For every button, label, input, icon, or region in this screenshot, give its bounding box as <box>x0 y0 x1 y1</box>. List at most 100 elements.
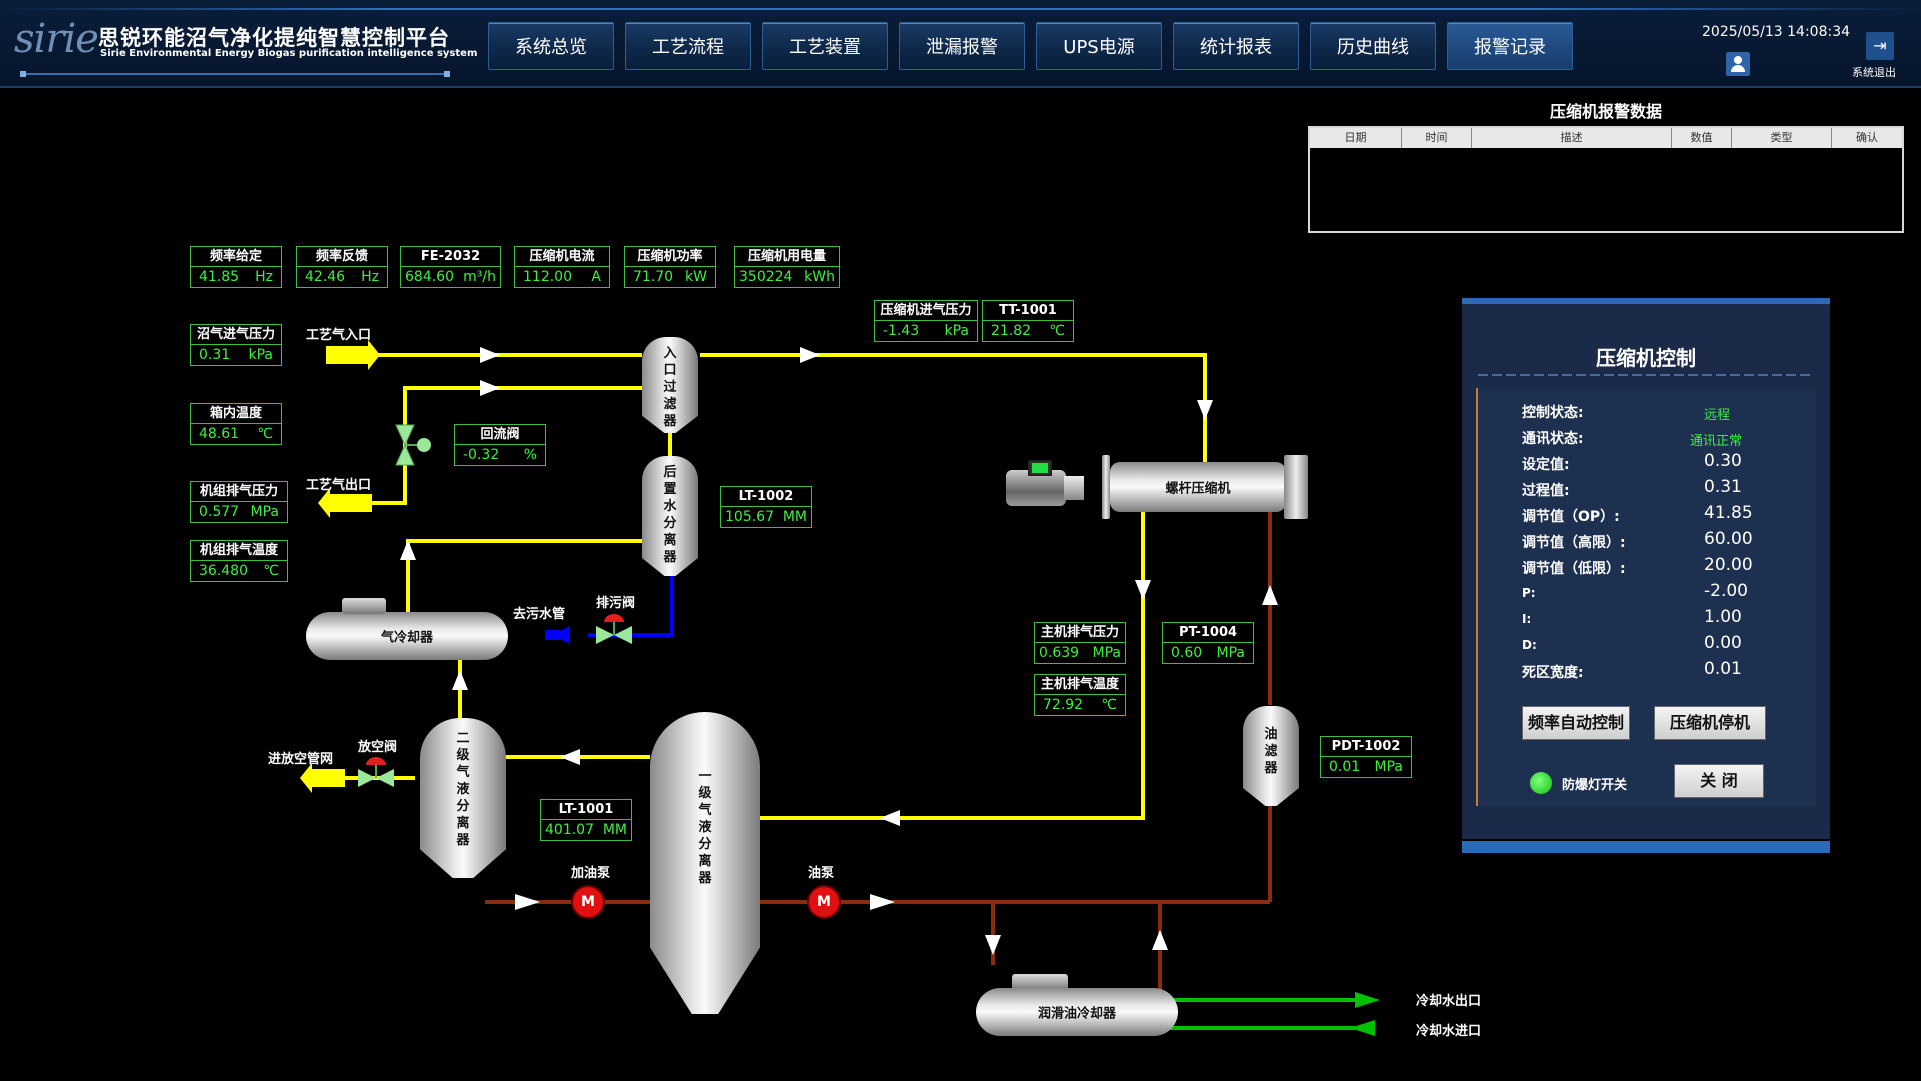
cp-label-p: P: <box>1522 586 1536 600</box>
brand-rule <box>20 71 450 77</box>
label-process-outlet: 工艺气出口 <box>306 478 372 493</box>
cp-value-d[interactable]: 0.00 <box>1704 633 1742 653</box>
cp-label-op: 调节值（OP）: <box>1522 509 1620 525</box>
oil-add-pump[interactable]: M <box>571 885 605 919</box>
screw-compressor-label: 螺杆压缩机 <box>1165 481 1231 497</box>
app-subtitle: Sirie Environmental Energy Biogas purifi… <box>100 48 478 59</box>
return-valve-icon <box>395 424 431 466</box>
nav-leak-alarm[interactable]: 泄漏报警 <box>899 22 1025 70</box>
col-confirm[interactable]: 确认 <box>1856 131 1878 144</box>
control-panel-footer <box>1462 841 1830 853</box>
label-to-vent: 进放空管网 <box>268 752 334 767</box>
col-date[interactable]: 日期 <box>1310 128 1402 148</box>
cp-value-i[interactable]: 1.00 <box>1704 607 1742 627</box>
header-bar: sirie 思锐环能沼气净化提纯智慧控制平台 Sirie Environment… <box>0 0 1921 88</box>
oil-pump[interactable]: M <box>807 885 841 919</box>
cp-value-op-low[interactable]: 20.00 <box>1704 555 1753 575</box>
nav-process-equipment[interactable]: 工艺装置 <box>762 22 888 70</box>
inlet-filter-label: 入口过滤器 <box>663 346 677 429</box>
post-water-separator-label: 后置水分离器 <box>663 465 677 565</box>
cp-label-comm-state: 通讯状态: <box>1522 431 1584 447</box>
brand-logo: sirie <box>14 16 99 62</box>
first-gas-liquid-separator[interactable]: 一级气液分离器 <box>650 712 760 1014</box>
cp-value-process-value: 0.31 <box>1704 477 1742 497</box>
label-to-sewer: 去污水管 <box>513 607 566 622</box>
control-panel-title: 压缩机控制 <box>1596 346 1696 370</box>
nav-ups-power[interactable]: UPS电源 <box>1036 22 1162 70</box>
tag-tt1001: TT-1001 21.82℃ <box>982 300 1074 342</box>
nav-statistics[interactable]: 统计报表 <box>1173 22 1299 70</box>
label-drain-valve: 排污阀 <box>596 596 636 611</box>
close-button[interactable]: 关 闭 <box>1674 764 1764 798</box>
user-icon[interactable] <box>1726 52 1750 76</box>
header-topline <box>0 8 1921 10</box>
tag-main-outlet-temp: 主机排气温度 72.92℃ <box>1034 674 1126 716</box>
post-water-separator[interactable]: 后置水分离器 <box>642 456 698 576</box>
label-process-inlet: 工艺气入口 <box>306 328 372 343</box>
label-oil-add-pump: 加油泵 <box>571 866 611 881</box>
label-oil-pump: 油泵 <box>808 866 835 881</box>
col-type[interactable]: 类型 <box>1732 128 1832 148</box>
cp-value-setpoint[interactable]: 0.30 <box>1704 451 1742 471</box>
label-vent-valve: 放空阀 <box>358 740 398 755</box>
lube-oil-cooler-label: 润滑油冷却器 <box>1037 1006 1116 1022</box>
inlet-filter[interactable]: 入口过滤器 <box>642 337 698 433</box>
label-cooling-water-out: 冷却水出口 <box>1416 994 1482 1009</box>
cp-value-p[interactable]: -2.00 <box>1704 581 1748 601</box>
compressor-motor[interactable] <box>1006 460 1084 516</box>
freq-auto-control-button[interactable]: 频率自动控制 <box>1522 706 1630 740</box>
alarm-table[interactable]: 日期 时间 描述 数值 类型 确认 <box>1308 126 1904 233</box>
drain-valve-icon <box>596 614 632 644</box>
cp-value-deadband[interactable]: 0.01 <box>1704 659 1742 679</box>
compressor-stop-button[interactable]: 压缩机停机 <box>1654 706 1766 740</box>
col-desc[interactable]: 描述 <box>1472 128 1672 148</box>
datetime: 2025/05/13 14:08:34 <box>1702 24 1851 40</box>
air-cooler-label: 气冷却器 <box>380 630 433 646</box>
cp-label-op-low: 调节值（低限）: <box>1522 561 1626 577</box>
cp-label-op-high: 调节值（高限）: <box>1522 535 1626 551</box>
cp-value-op-high[interactable]: 60.00 <box>1704 529 1753 549</box>
cp-value-op[interactable]: 41.85 <box>1704 503 1753 523</box>
screw-compressor[interactable]: 螺杆压缩机 <box>1110 462 1286 512</box>
compressor-flange-left <box>1102 455 1110 519</box>
logout-label[interactable]: 系统退出 <box>1852 66 1896 79</box>
cp-label-d: D: <box>1522 638 1537 652</box>
cp-value-control-state: 远程 <box>1704 408 1731 423</box>
second-separator-label: 二级气液分离器 <box>456 731 470 848</box>
col-value[interactable]: 数值 <box>1672 128 1732 148</box>
col-time[interactable]: 时间 <box>1402 128 1472 148</box>
cp-label-i: I: <box>1522 612 1532 626</box>
nav-history-trend[interactable]: 历史曲线 <box>1310 22 1436 70</box>
control-panel-body: 控制状态: 远程 通讯状态: 通讯正常 设定值: 0.30 过程值: 0.31 … <box>1476 388 1816 806</box>
air-cooler[interactable]: 气冷却器 <box>306 612 508 660</box>
nav-overview[interactable]: 系统总览 <box>488 22 614 70</box>
nav-process-flow[interactable]: 工艺流程 <box>625 22 751 70</box>
lube-oil-cooler[interactable]: 润滑油冷却器 <box>976 988 1178 1036</box>
explosion-proof-lamp-label: 防爆灯开关 <box>1562 778 1628 793</box>
oil-filter-label: 油滤器 <box>1264 727 1278 776</box>
second-gas-liquid-separator[interactable]: 二级气液分离器 <box>420 718 506 878</box>
cp-label-process-value: 过程值: <box>1522 483 1570 499</box>
explosion-proof-lamp-indicator[interactable] <box>1530 772 1552 794</box>
tag-box-temp: 箱内温度 48.61℃ <box>190 403 282 445</box>
vent-valve-icon <box>358 757 394 787</box>
logout-icon[interactable]: ⇥ <box>1866 32 1894 60</box>
oil-filter[interactable]: 油滤器 <box>1243 706 1299 806</box>
nav-alarm-records[interactable]: 报警记录 <box>1447 22 1573 70</box>
compressor-flange-right <box>1284 455 1308 519</box>
app-title: 思锐环能沼气净化提纯智慧控制平台 <box>98 26 450 50</box>
air-cooler-nozzle <box>342 598 386 614</box>
first-separator-label: 一级气液分离器 <box>698 769 712 886</box>
